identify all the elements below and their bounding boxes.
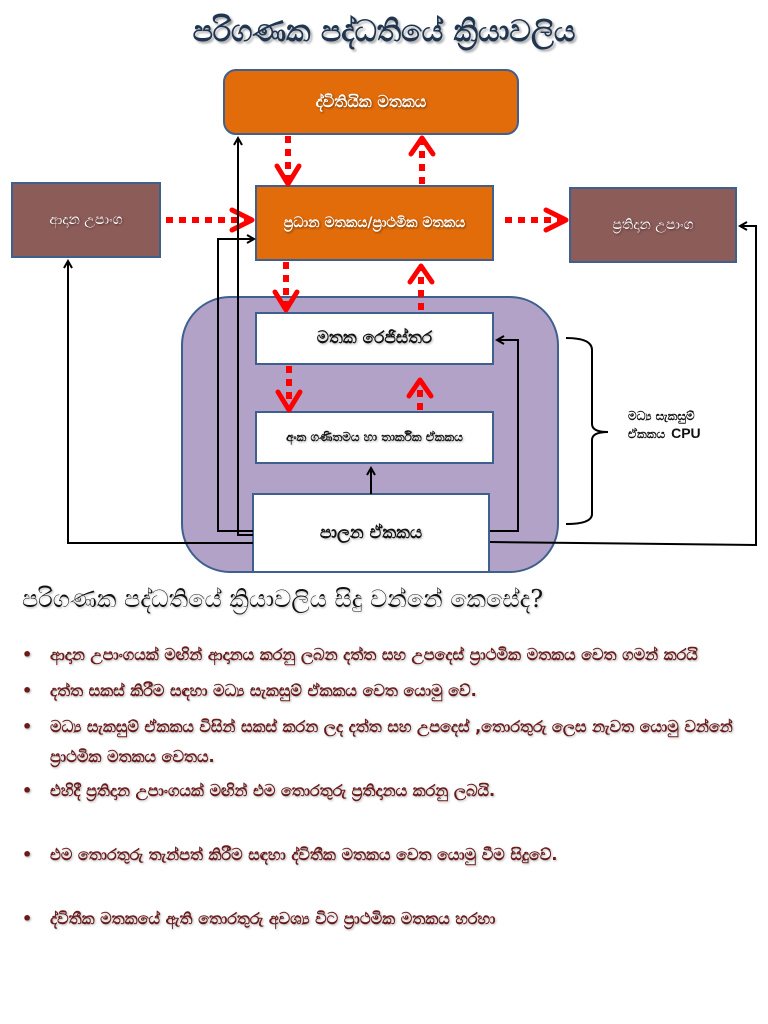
control-to-registers-line	[490, 340, 519, 532]
alu-box	[255, 411, 494, 464]
list-item: මධ්‍ය සැකසුම් ඒකකය විසින් සකස් කරන ලද දත…	[22, 712, 762, 772]
arrowhead-down-icon	[272, 289, 300, 313]
control-to-output-line	[489, 226, 757, 547]
cpu-label-english: CPU	[671, 425, 701, 442]
data-flow-arrows	[166, 136, 560, 410]
output-device-box	[569, 187, 737, 263]
arrowhead-right-icon	[543, 207, 569, 233]
list-item: දත්ත සකස් කිරීම සඳහා මධ්‍ය සැකසුම් ඒකකය …	[22, 676, 762, 706]
control-unit-label: පාලන ඒකකය	[319, 522, 423, 543]
control-to-secondary-line	[238, 138, 253, 536]
main-memory-label: ප්‍රධාන මතකය/ප්‍රාථමික මතකය	[283, 214, 466, 231]
arrowhead-down-icon	[274, 163, 302, 187]
secondary-memory-label: ද්විතියික මතකය	[315, 91, 427, 111]
input-device-label: ආදාන උපාංග	[49, 211, 123, 228]
list-item: ද්විතීක මතකයේ ඇති තොරතුරු අවශ්‍ය විට ප්‍…	[22, 904, 762, 934]
main-memory-box	[255, 185, 494, 261]
section-heading: පරිගණක පද්ධතියේ ක්‍රියාවලිය සිදු වන්නේ ක…	[22, 585, 544, 613]
cpu-brace	[565, 337, 609, 525]
list-item: එහිදී ප්‍රතිදාන උපාංගයක් මඟින් එම තොරතුර…	[22, 776, 762, 806]
arrowhead-up-icon	[407, 263, 435, 285]
control-lines	[68, 138, 757, 547]
input-device-box	[11, 182, 161, 258]
page-title: පරිගණක පද්ධතියේ ක්‍රියාවලිය	[192, 14, 576, 49]
arrowhead-down-icon	[275, 389, 303, 413]
process-steps-list: ආදාන උපාංගයක් මඟින් ආදානය කරනු ලබන දත්ත …	[22, 640, 762, 934]
output-device-label: ප්‍රතිදාන උපාංග	[612, 216, 694, 233]
arrowhead-up-icon	[408, 135, 436, 157]
control-to-input-line	[68, 261, 253, 544]
registers-label: මතක රෙජිස්තර	[316, 328, 433, 349]
arrowhead-up-icon	[406, 377, 434, 399]
secondary-memory-box	[223, 69, 519, 135]
control-to-main-line	[217, 239, 254, 532]
computer-system-diagram	[11, 69, 757, 573]
registers-box	[255, 312, 494, 365]
cpu-label-sinhala: මධ්‍ය සැකසුම් ඒකකය	[628, 409, 695, 442]
alu-label: අංක ගණිතමය හා තාර්කික ඒකකය	[286, 429, 463, 444]
list-item: එම තොරතුරු තැන්පත් කිරීම සඳහා ද්විතීක මත…	[22, 840, 762, 870]
list-item: ආදාන උපාංගයක් මඟින් ආදානය කරනු ලබන දත්ත …	[22, 640, 762, 670]
control-unit-box	[252, 493, 490, 573]
